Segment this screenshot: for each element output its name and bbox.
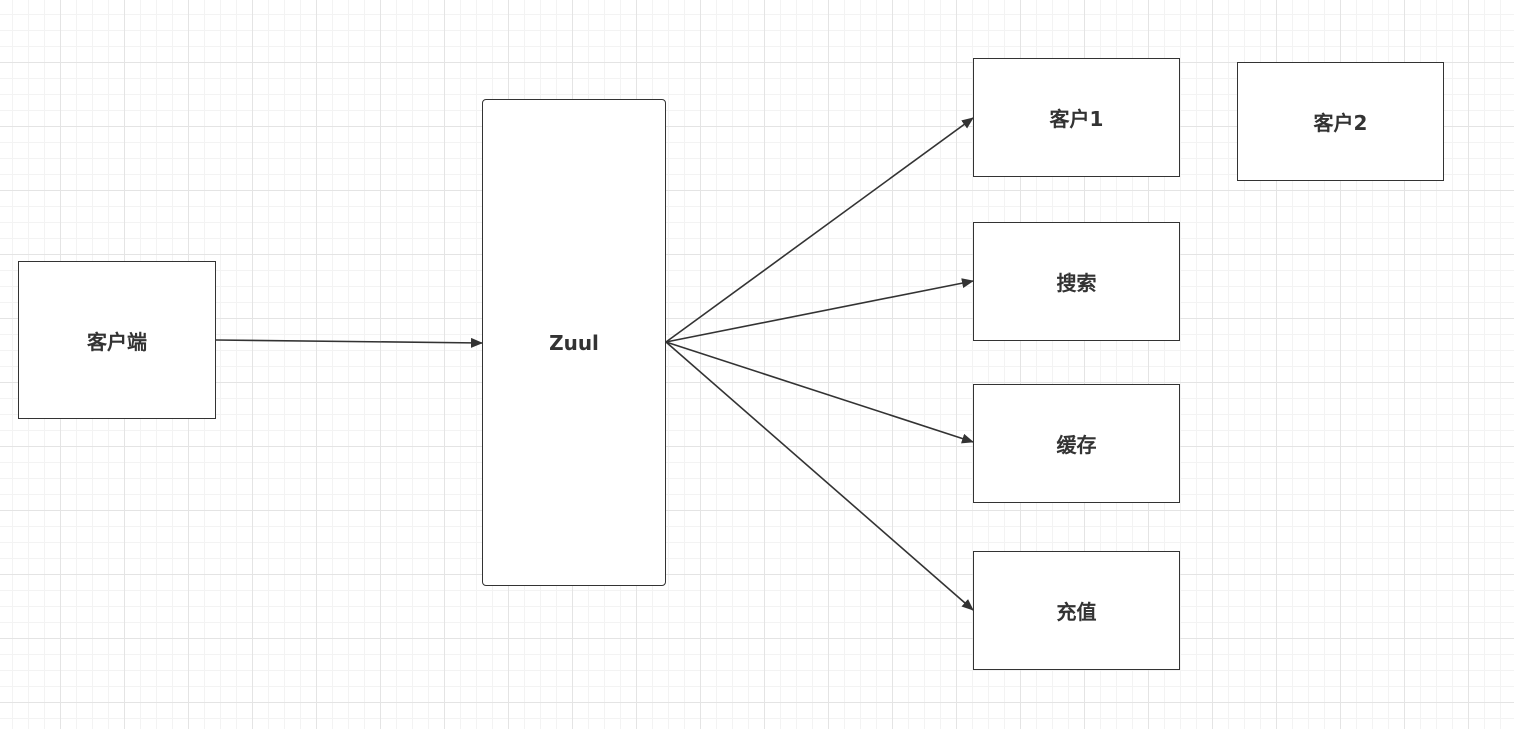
node-zuul[interactable]: Zuul bbox=[482, 99, 666, 586]
node-customer2-label: 客户2 bbox=[1313, 111, 1368, 135]
edge-zuul-to-search[interactable] bbox=[665, 278, 974, 343]
node-zuul-label: Zuul bbox=[549, 330, 599, 355]
edge-zuul-to-recharge[interactable] bbox=[665, 341, 974, 611]
edge-zuul-to-customer1[interactable] bbox=[665, 117, 974, 343]
node-customer1-label: 客户1 bbox=[1049, 107, 1104, 131]
node-recharge-label: 充值 bbox=[1056, 600, 1097, 624]
node-client-label: 客户端 bbox=[87, 329, 147, 354]
node-cache-label: 缓存 bbox=[1056, 433, 1097, 457]
node-search[interactable]: 搜索 bbox=[973, 222, 1180, 341]
node-cache[interactable]: 缓存 bbox=[973, 384, 1180, 503]
edge-zuul-to-cache[interactable] bbox=[665, 341, 974, 444]
node-customer2[interactable]: 客户2 bbox=[1237, 62, 1444, 181]
node-customer1[interactable]: 客户1 bbox=[973, 58, 1180, 177]
node-search-label: 搜索 bbox=[1056, 271, 1097, 295]
node-client[interactable]: 客户端 bbox=[18, 261, 216, 419]
node-recharge[interactable]: 充值 bbox=[973, 551, 1180, 670]
edge-client-to-zuul[interactable] bbox=[215, 337, 483, 348]
